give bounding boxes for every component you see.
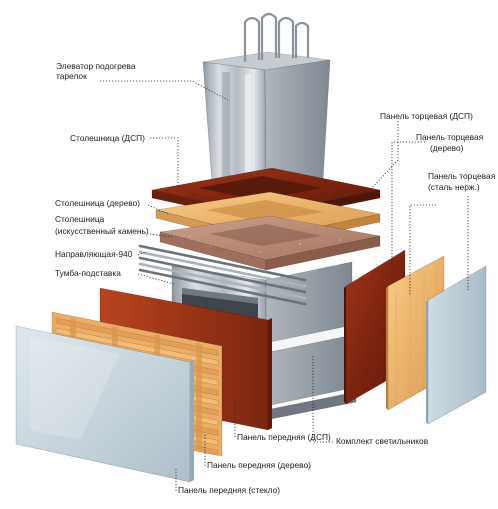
leader-lines bbox=[100, 80, 469, 491]
label-plate-warmer-line2: тарелок bbox=[56, 71, 87, 81]
label-front-panel-chipboard: Панель передняя (ДСП) bbox=[237, 432, 331, 442]
end-panel-steel bbox=[426, 265, 487, 425]
label-front-panel-glass: Панель передняя (стекло) bbox=[178, 485, 280, 495]
label-guide-rail: Направляющая-940 bbox=[55, 249, 133, 259]
label-end-panel-wood-line2: (дерево) bbox=[430, 143, 464, 153]
wood-slat-rail bbox=[196, 342, 202, 450]
label-base-cabinet: Тумба-подставка bbox=[55, 268, 121, 278]
label-countertop-stone-line1: Столешница bbox=[55, 214, 105, 224]
plate-rack-wires bbox=[243, 12, 310, 62]
wood-slat bbox=[55, 317, 219, 356]
label-end-panel-chipboard: Панель торцевая (ДСП) bbox=[380, 111, 473, 121]
plate-warmer-elevator bbox=[202, 12, 331, 191]
wood-slat bbox=[55, 327, 219, 366]
label-end-panel-wood-line1: Панель торцевая bbox=[416, 132, 483, 142]
label-countertop-chipboard: Столешница (ДСП) bbox=[70, 133, 145, 143]
label-front-panel-wood: Панель передняя (дерево) bbox=[207, 460, 311, 470]
countertop-stone bbox=[159, 215, 381, 271]
front-panel-glass bbox=[15, 325, 194, 483]
label-plate-warmer-line1: Элеватор подогрева bbox=[56, 61, 136, 71]
label-end-panel-steel-line1: Панель торцевая bbox=[428, 171, 495, 181]
label-light-kit: Комплект светильников bbox=[336, 436, 429, 446]
label-countertop-stone-line2: (искусственный камень) bbox=[55, 226, 149, 236]
label-end-panel-steel-line2: (сталь нерж.) bbox=[428, 182, 480, 192]
labels: Элеватор подогрева тарелок Столешница (Д… bbox=[55, 61, 495, 495]
guide-rail-940 bbox=[138, 244, 307, 306]
label-countertop-wood: Столешница (дерево) bbox=[55, 198, 140, 208]
